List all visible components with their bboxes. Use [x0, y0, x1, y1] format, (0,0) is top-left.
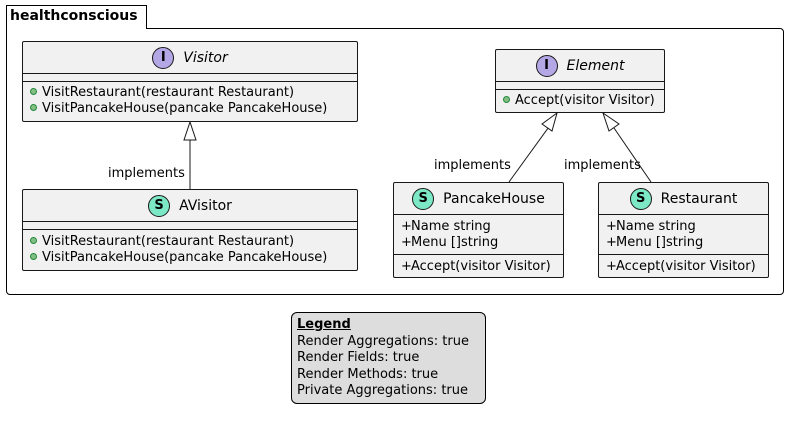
method-row: VisitPancakeHouse(pancake PancakeHouse): [30, 250, 327, 266]
element-header: I Element: [496, 50, 664, 81]
element-class[interactable]: I Element Accept(visitor Visitor): [495, 49, 665, 113]
legend-box: Legend Render Aggregations: true Render …: [291, 312, 486, 404]
pancakehouse-inheritance-edge: [508, 111, 558, 183]
legend-line: Private Aggregations: true: [297, 383, 468, 398]
restaurant-header: S Restaurant: [599, 183, 768, 214]
divider: [496, 89, 664, 90]
visitor-name: Visitor: [183, 49, 228, 66]
avisitor-header: S AVisitor: [23, 190, 357, 221]
restaurant-name: Restaurant: [660, 190, 738, 207]
method-row: Accept(visitor Visitor): [503, 93, 655, 109]
visitor-inheritance-edge: [183, 120, 197, 189]
divider: [394, 214, 563, 215]
avisitor-name: AVisitor: [179, 197, 232, 214]
public-field-icon: +: [606, 219, 617, 234]
pancakehouse-header: S PancakeHouse: [394, 183, 563, 214]
visitor-class[interactable]: I Visitor VisitRestaurant(restaurant Res…: [22, 41, 358, 122]
interface-icon: I: [535, 54, 558, 77]
legend-line: Render Aggregations: true: [297, 333, 469, 349]
package-name: healthconscious: [10, 8, 138, 24]
divider: [23, 229, 357, 230]
restaurant-implements-label: implements: [564, 158, 641, 173]
divider: [23, 73, 357, 74]
method-row: +Accept(visitor Visitor): [401, 259, 551, 274]
divider: [23, 221, 357, 222]
public-field-icon: +: [606, 235, 617, 250]
interface-icon: I: [152, 46, 175, 69]
pancakehouse-implements-label: implements: [434, 158, 511, 173]
legend-line: Render Methods: true: [297, 366, 439, 382]
struct-icon: S: [412, 187, 435, 210]
struct-icon: S: [148, 194, 171, 217]
public-method-icon: [30, 88, 37, 95]
public-method-icon: +: [606, 259, 617, 274]
public-method-icon: [503, 96, 510, 103]
restaurant-inheritance-edge: [602, 111, 652, 183]
legend-title: Legend: [297, 317, 351, 332]
divider: [394, 254, 563, 255]
public-method-icon: [30, 237, 37, 244]
legend-line: Render Fields: true: [297, 350, 420, 365]
field-row: +Name string: [401, 219, 491, 234]
divider: [599, 214, 768, 215]
public-field-icon: +: [401, 235, 412, 250]
field-row: +Menu []string: [401, 235, 499, 250]
field-row: +Menu []string: [606, 235, 704, 250]
element-name: Element: [566, 57, 625, 74]
package-tab: healthconscious: [6, 5, 147, 29]
avisitor-class[interactable]: S AVisitor VisitRestaurant(restaurant Re…: [22, 189, 358, 271]
public-field-icon: +: [401, 219, 412, 234]
method-row: VisitPancakeHouse(pancake PancakeHouse): [30, 101, 327, 117]
method-row: +Accept(visitor Visitor): [606, 259, 756, 274]
visitor-header: I Visitor: [23, 42, 357, 73]
field-row: +Name string: [606, 219, 696, 234]
avisitor-implements-label: implements: [108, 166, 185, 181]
method-row: VisitRestaurant(restaurant Restaurant): [30, 85, 294, 101]
pancakehouse-name: PancakeHouse: [443, 190, 545, 207]
divider: [599, 254, 768, 255]
public-method-icon: [30, 104, 37, 111]
restaurant-class[interactable]: S Restaurant +Name string +Menu []string…: [598, 182, 769, 278]
divider: [23, 81, 357, 82]
public-method-icon: [30, 253, 37, 260]
method-row: VisitRestaurant(restaurant Restaurant): [30, 234, 294, 250]
struct-icon: S: [629, 187, 652, 210]
public-method-icon: +: [401, 259, 412, 274]
divider: [496, 81, 664, 82]
pancakehouse-class[interactable]: S PancakeHouse +Name string +Menu []stri…: [393, 182, 564, 278]
